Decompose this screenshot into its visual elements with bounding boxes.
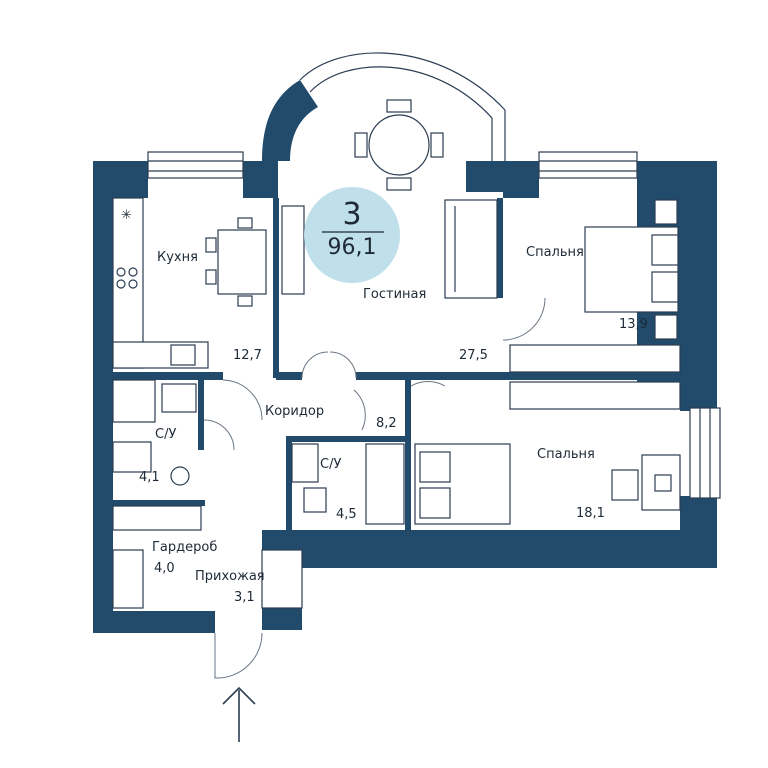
bedroom-large-area: 18,1 [576,506,605,521]
windows [147,52,721,499]
apartment-summary-badge: 3 96,1 [304,187,400,283]
round-table-icon [354,99,444,191]
bedroom-large-label: Спальня [537,447,595,462]
bathroom-center-label: С/У [320,457,341,472]
corridor-area: 8,2 [376,416,397,431]
hallway-label: Прихожая [195,569,265,584]
living-area: 27,5 [459,348,488,363]
bed-icon [414,199,679,525]
bathroom-center-area: 4,5 [336,507,357,522]
room-labels: Кухня 12,7 Гостиная 27,5 Спальня 13,9 Ко… [139,245,648,605]
bathroom-left-area: 4,1 [139,470,160,485]
hallway-area: 3,1 [234,590,255,605]
arrow-up-icon [222,686,256,742]
wardrobe-area: 4,0 [154,561,175,576]
living-furniture [281,199,498,299]
svg-text:✳: ✳ [121,208,132,223]
kitchen-area: 12,7 [233,348,262,363]
bathroom-left-label: С/У [155,427,176,442]
doors [203,297,546,679]
kitchen-furniture: ✳ [112,197,267,369]
wardrobe-label: Гардероб [152,540,217,555]
corridor-label: Коридор [265,404,324,419]
bedroom-small-area: 13,9 [619,317,648,332]
total-area: 96,1 [328,235,377,260]
bedroom-small-label: Спальня [526,245,584,260]
bedroom-furniture [509,344,681,511]
bathroom-fixtures [112,379,405,525]
wardrobe-shelves [112,505,303,609]
living-label: Гостиная [363,287,426,302]
kitchen-label: Кухня [157,250,198,265]
rooms-count: 3 [342,197,361,232]
